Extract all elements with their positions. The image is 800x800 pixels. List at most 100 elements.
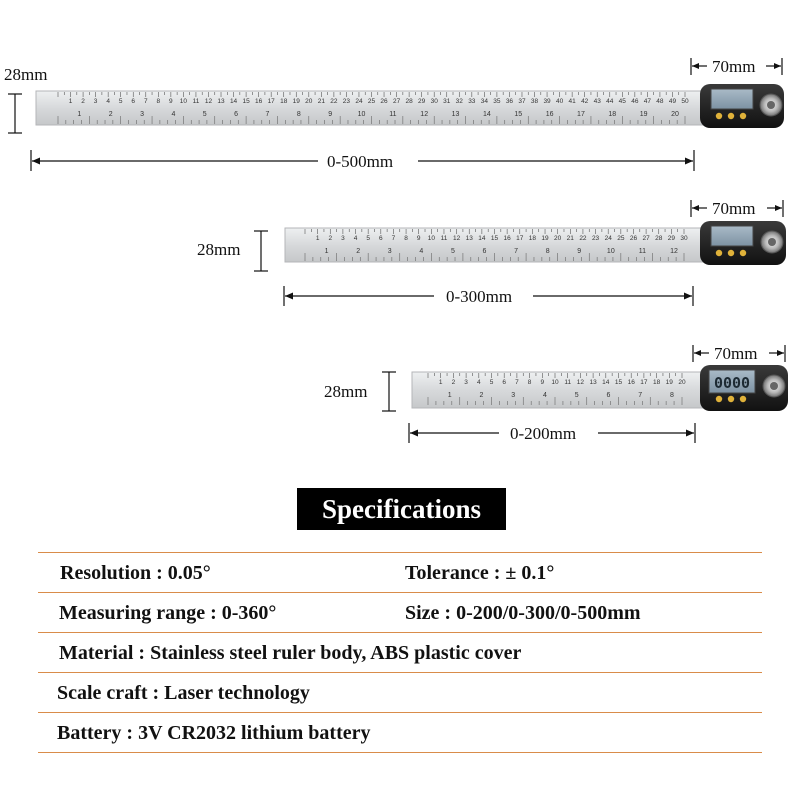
cm-tick-label: 4 <box>354 235 358 242</box>
lcd-display <box>710 88 754 110</box>
width-dimension <box>254 230 268 272</box>
button-icon[interactable] <box>715 395 723 403</box>
inch-tick-label: 10 <box>358 111 366 118</box>
cm-tick-label: 21 <box>318 98 326 105</box>
cm-tick-label: 24 <box>355 98 363 105</box>
button-icon[interactable] <box>727 395 735 403</box>
inch-tick-label: 5 <box>451 248 455 255</box>
spec-row: Scale craft : Laser technology <box>38 673 762 712</box>
button-icon[interactable] <box>739 249 747 257</box>
cm-tick-label: 25 <box>617 235 625 242</box>
cm-tick-label: 10 <box>551 379 559 386</box>
cm-tick-label: 26 <box>630 235 638 242</box>
button-icon[interactable] <box>739 112 747 120</box>
cm-tick-label: 37 <box>518 98 526 105</box>
cm-tick-label: 1 <box>69 98 73 105</box>
cm-tick-label: 28 <box>406 98 414 105</box>
inch-tick-label: 4 <box>171 111 175 118</box>
cm-tick-label: 6 <box>131 98 135 105</box>
cm-tick-label: 50 <box>681 98 689 105</box>
cm-tick-label: 3 <box>341 235 345 242</box>
cm-tick-label: 21 <box>567 235 575 242</box>
inch-tick-label: 11 <box>389 111 396 118</box>
button-icon[interactable] <box>715 249 723 257</box>
inch-tick-label: 11 <box>639 248 646 255</box>
cm-tick-label: 14 <box>478 235 486 242</box>
button-icon[interactable] <box>739 395 747 403</box>
cm-tick-label: 39 <box>543 98 551 105</box>
inch-tick-label: 20 <box>671 111 679 118</box>
cm-tick-label: 42 <box>581 98 589 105</box>
cm-tick-label: 4 <box>106 98 110 105</box>
ruler-blade <box>411 371 707 409</box>
cm-tick-label: 26 <box>380 98 388 105</box>
cm-tick-label: 23 <box>343 98 351 105</box>
range-label: 0-200mm <box>510 424 577 443</box>
button-icon[interactable] <box>715 112 723 120</box>
width-dimension <box>382 371 396 412</box>
inch-tick-label: 3 <box>140 111 144 118</box>
cm-tick-label: 19 <box>666 379 674 386</box>
inch-tick-label: 5 <box>203 111 207 118</box>
range-label: 0-300mm <box>446 287 513 306</box>
head-dimension <box>690 200 784 217</box>
spec-row: Material : Stainless steel ruler body, A… <box>38 633 762 672</box>
divider <box>38 552 762 553</box>
cm-tick-label: 13 <box>466 235 474 242</box>
width-dimension <box>8 93 22 134</box>
inch-tick-label: 7 <box>638 392 642 399</box>
width-label: 28mm <box>4 65 48 84</box>
cm-tick-label: 32 <box>456 98 464 105</box>
cm-tick-label: 29 <box>418 98 426 105</box>
button-icon[interactable] <box>727 249 735 257</box>
cm-tick-label: 44 <box>606 98 614 105</box>
cm-tick-label: 24 <box>605 235 613 242</box>
inch-tick-label: 9 <box>328 111 332 118</box>
cm-tick-label: 1 <box>316 235 320 242</box>
cm-tick-label: 8 <box>528 379 532 386</box>
inch-tick-label: 8 <box>670 392 674 399</box>
cm-tick-label: 22 <box>330 98 338 105</box>
cm-tick-label: 11 <box>564 379 571 386</box>
ruler-blade <box>35 90 707 126</box>
spec-row: Measuring range : 0-360° Size : 0-200/0-… <box>38 593 762 632</box>
width-label: 28mm <box>197 240 241 259</box>
cm-tick-label: 11 <box>193 98 200 105</box>
cm-tick-label: 11 <box>441 235 448 242</box>
cm-tick-label: 43 <box>594 98 602 105</box>
cm-tick-label: 12 <box>453 235 461 242</box>
inch-tick-label: 5 <box>575 392 579 399</box>
cm-tick-label: 5 <box>119 98 123 105</box>
cm-tick-label: 9 <box>169 98 173 105</box>
ruler-blade <box>284 227 706 263</box>
cm-tick-label: 18 <box>280 98 288 105</box>
cm-tick-label: 27 <box>642 235 650 242</box>
button-icon[interactable] <box>727 112 735 120</box>
inch-tick-label: 12 <box>420 111 428 118</box>
inch-tick-label: 12 <box>670 248 678 255</box>
cm-tick-label: 38 <box>531 98 539 105</box>
inch-tick-label: 8 <box>546 248 550 255</box>
inch-tick-label: 16 <box>546 111 554 118</box>
lcd-display <box>708 369 756 394</box>
cm-tick-label: 17 <box>640 379 648 386</box>
cm-tick-label: 22 <box>579 235 587 242</box>
cm-tick-label: 7 <box>144 98 148 105</box>
cm-tick-label: 17 <box>268 98 276 105</box>
cm-tick-label: 13 <box>217 98 225 105</box>
divider <box>38 592 762 593</box>
spec-measuring-range: Measuring range : 0-360° <box>59 602 277 624</box>
inch-tick-label: 17 <box>577 111 585 118</box>
inch-tick-label: 15 <box>514 111 522 118</box>
spec-tolerance: Tolerance : ± 0.1° <box>405 562 555 584</box>
spec-resolution: Resolution : 0.05° <box>60 562 211 584</box>
ruler-head: 0000 <box>700 365 788 411</box>
inch-tick-label: 4 <box>419 248 423 255</box>
ruler-head <box>700 221 786 265</box>
spec-row: Battery : 3V CR2032 lithium battery <box>38 713 762 752</box>
